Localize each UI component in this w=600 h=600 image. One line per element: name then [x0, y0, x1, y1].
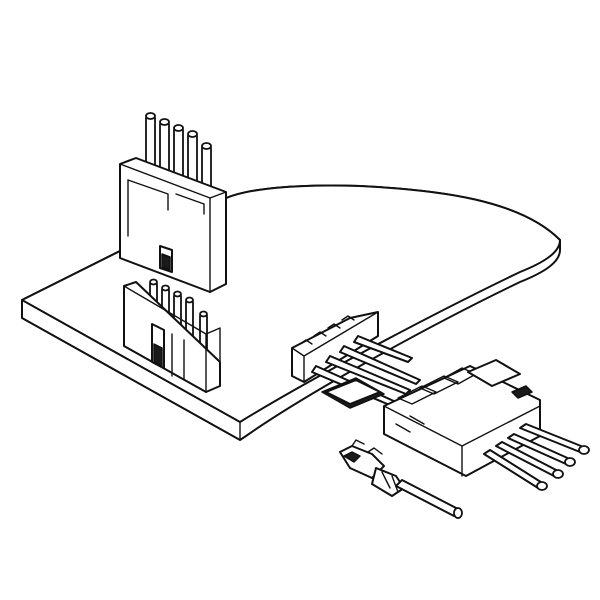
housing-pins: [483, 423, 590, 491]
header-top-pins: [145, 112, 212, 199]
vertical-header-bottom: [123, 278, 221, 393]
wire-housing: [383, 359, 590, 491]
right-angle-header: [291, 311, 421, 409]
crimp-terminal: [339, 439, 463, 519]
vertical-header-top: [119, 112, 227, 293]
